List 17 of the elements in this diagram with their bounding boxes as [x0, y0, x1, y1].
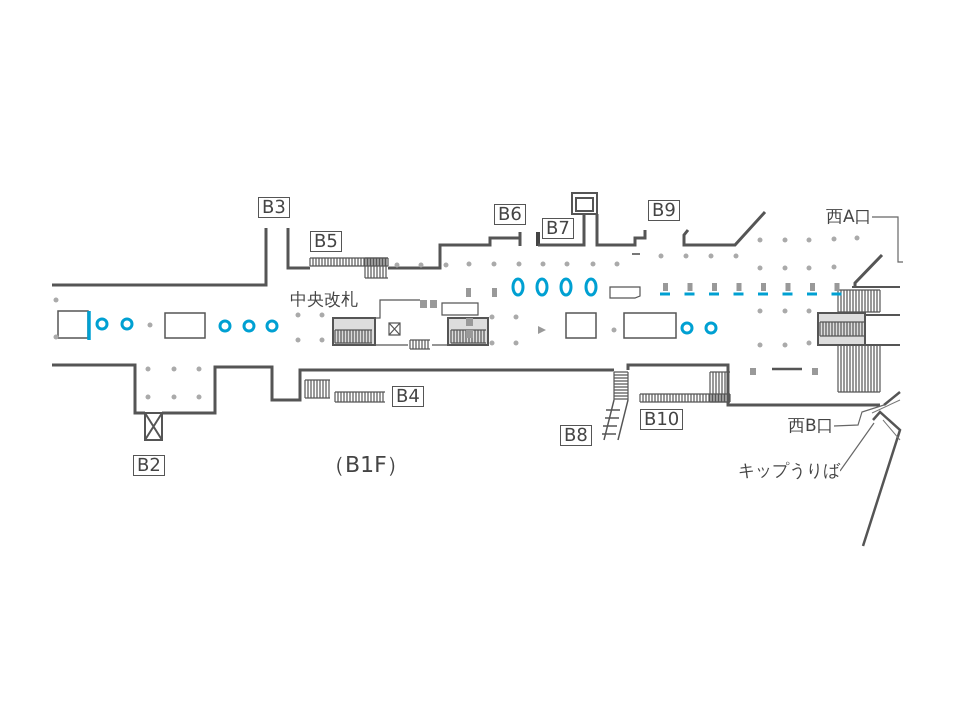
- exit-sign: B10: [640, 409, 684, 430]
- exit-sign: B4: [392, 386, 424, 407]
- leader-line: [834, 404, 884, 427]
- area-label: 西B口: [788, 416, 834, 436]
- exit-sign: B8: [560, 425, 592, 446]
- exit-sign: B7: [542, 218, 574, 239]
- leader-line: [840, 422, 874, 472]
- area-label: 西A口: [826, 207, 872, 227]
- floor-label: （B1F）: [323, 452, 409, 480]
- exit-sign: B9: [648, 200, 680, 221]
- leader-line: [872, 216, 903, 263]
- exit-sign: B2: [133, 455, 165, 476]
- exit-sign: B6: [494, 204, 526, 225]
- area-label: キップうりば: [738, 461, 840, 481]
- exit-sign: B3: [258, 197, 290, 218]
- exit-sign: B5: [310, 231, 342, 252]
- gate-label: 中央改札: [290, 289, 358, 311]
